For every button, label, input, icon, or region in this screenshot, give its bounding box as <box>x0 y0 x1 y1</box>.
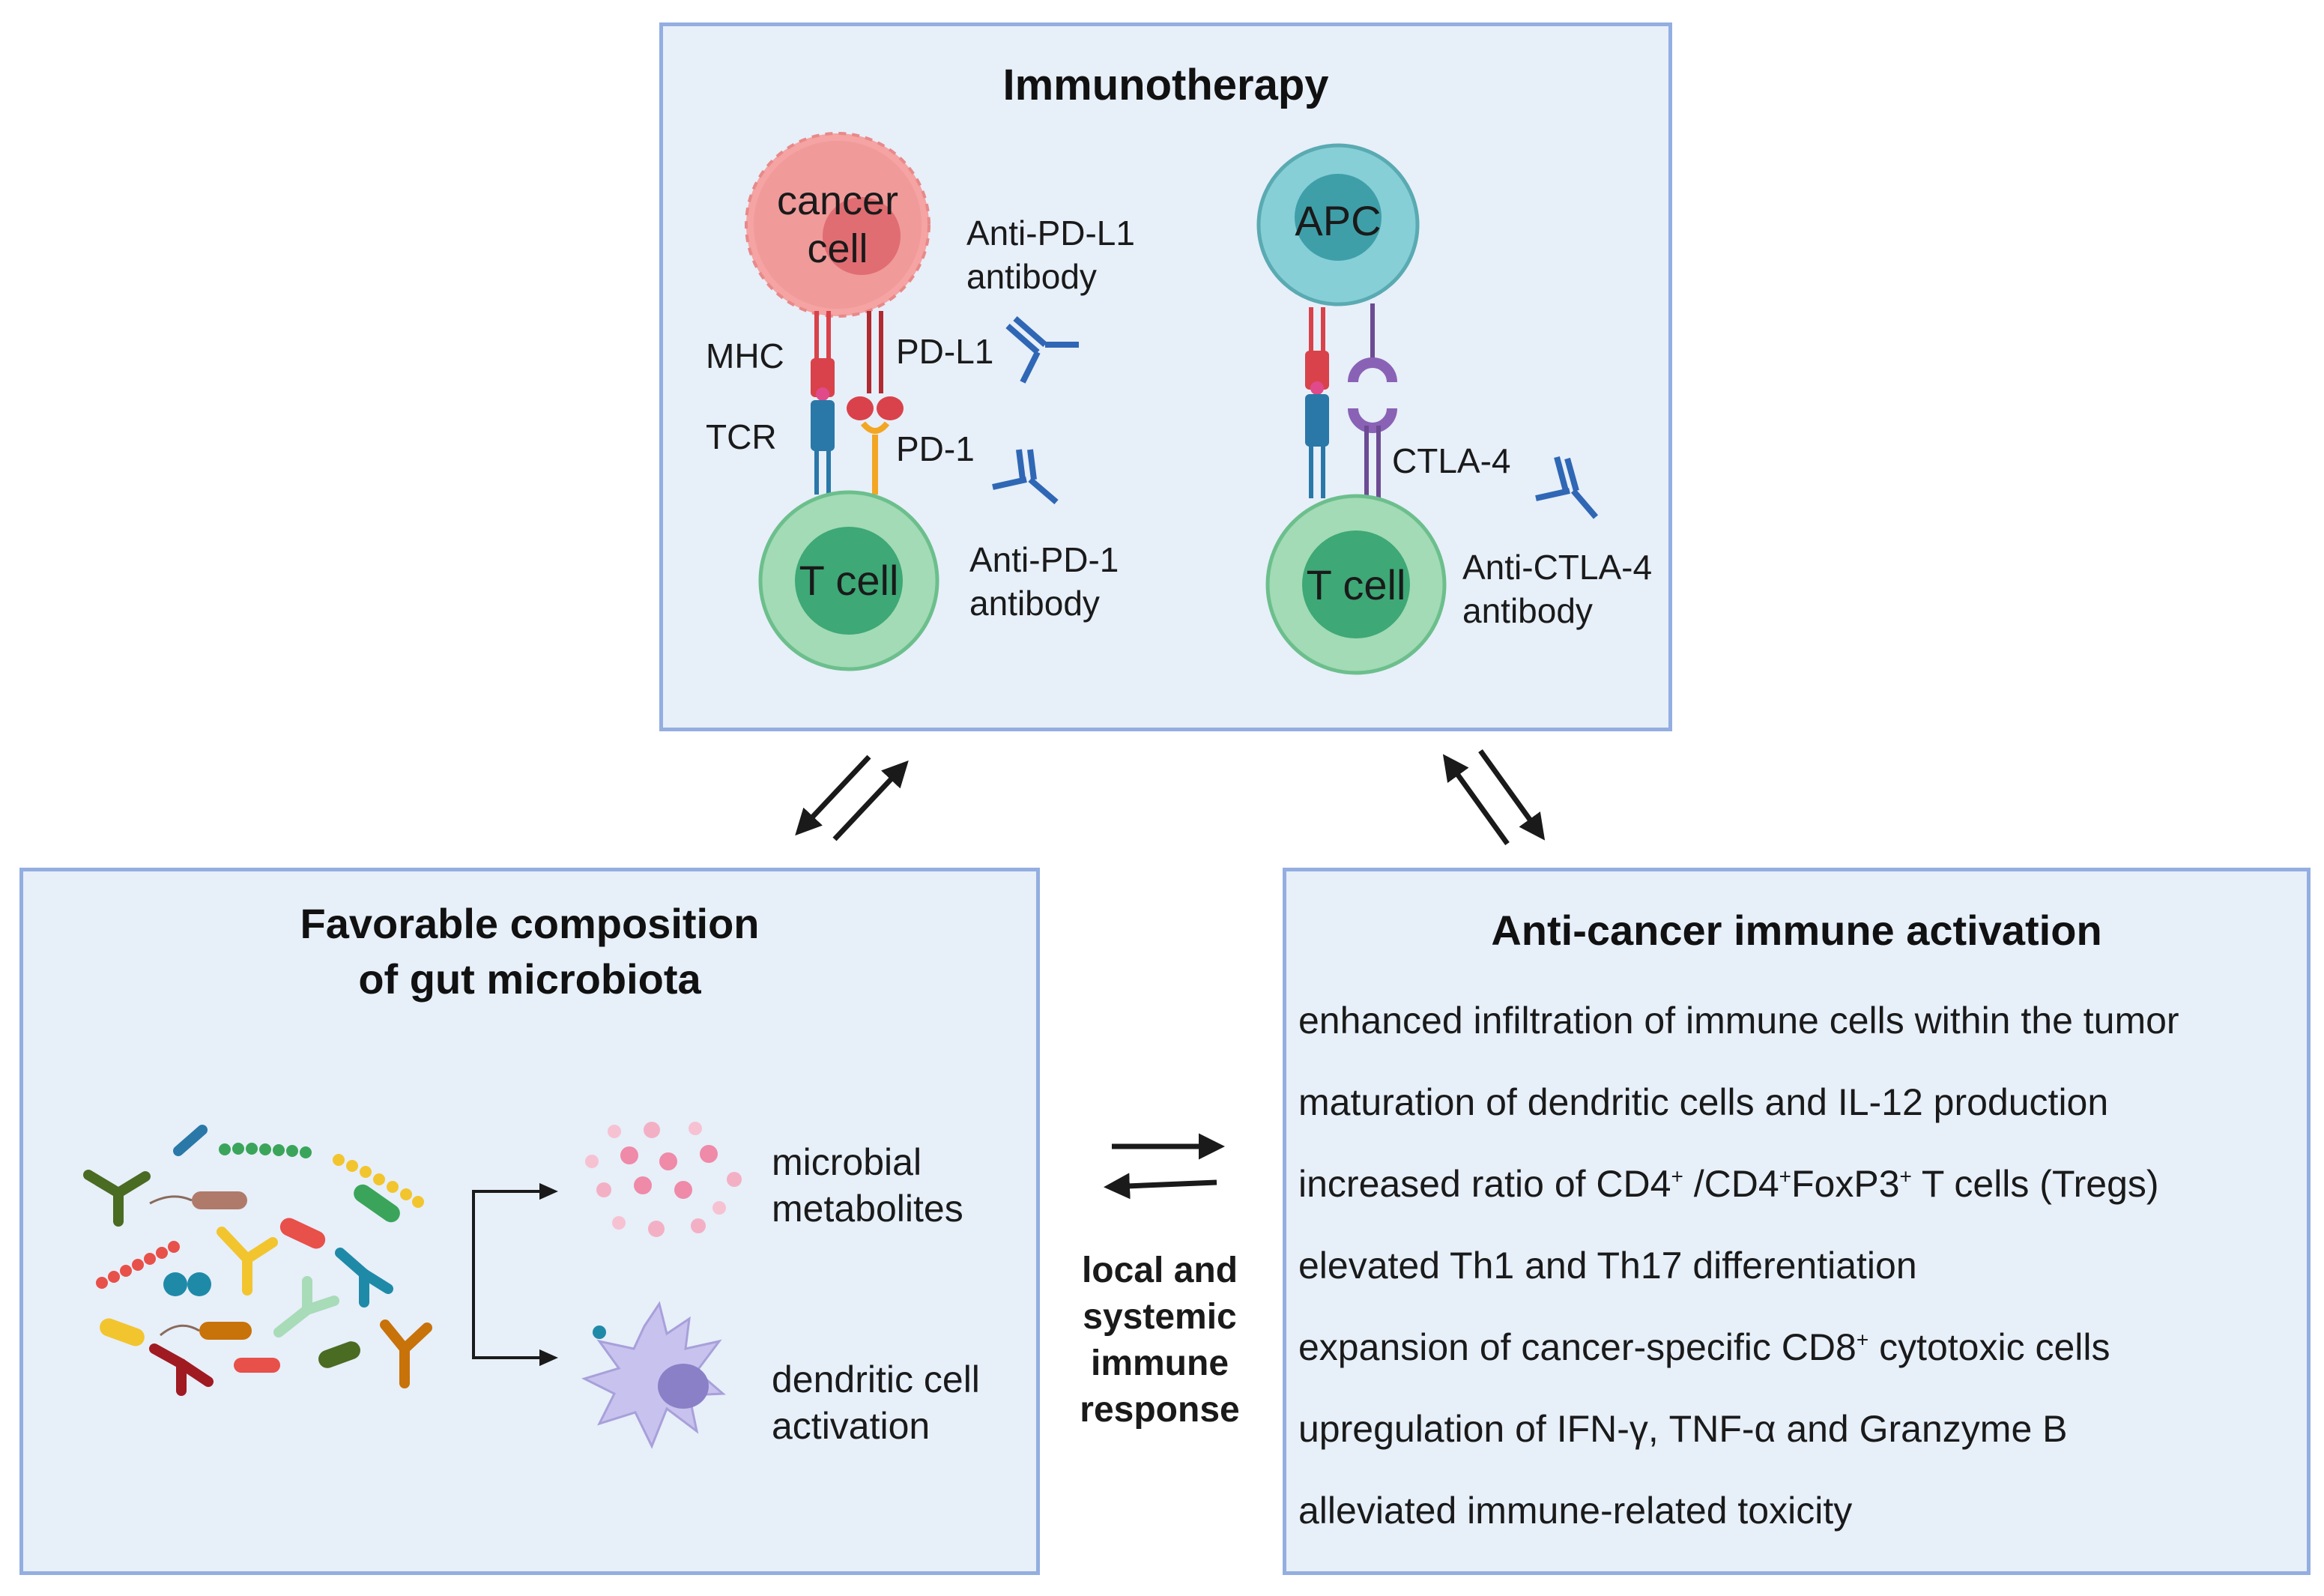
activation-item: increased ratio of CD4+ /CD4+FoxP3+ T ce… <box>1298 1162 2159 1206</box>
anti-pdl1-antibody-icon <box>1005 315 1079 384</box>
tcr-label: TCR <box>706 417 777 456</box>
activation-item-text: T cells (Tregs) <box>1911 1163 2159 1205</box>
microbial-metabolites-icon <box>585 1122 742 1237</box>
microbiota-title-line1: Favorable composition <box>300 900 760 947</box>
anti-ctla4-label-line1: Anti-CTLA-4 <box>1462 548 1653 587</box>
microbial-metabolites-label-line2: metabolites <box>772 1188 963 1230</box>
apc-label: APC <box>1295 197 1382 244</box>
microbiota-title-line2: of gut microbiota <box>358 955 701 1003</box>
anti-pd1-label-line1: Anti-PD-1 <box>969 540 1119 579</box>
superscript: + <box>1671 1164 1683 1188</box>
dendritic-cell-activation-label-line1: dendritic cell <box>772 1358 980 1400</box>
dendritic-cell-icon <box>581 1301 726 1449</box>
pd1-label: PD-1 <box>896 429 975 468</box>
anti-ctla4-label: Anti-CTLA-4 antibody <box>1462 545 1652 632</box>
center-label-line1: local and <box>1081 1251 1238 1290</box>
immunotherapy-title: Immunotherapy <box>1002 61 1329 109</box>
ctla4-complex-icon <box>1348 303 1397 498</box>
microbial-metabolites-label: microbial metabolites <box>772 1139 963 1232</box>
activation-item-text: increased ratio of CD4 <box>1298 1163 1671 1205</box>
activation-item-text: FoxP3 <box>1791 1163 1900 1205</box>
pdl1-label: PD-L1 <box>896 332 994 371</box>
anti-pdl1-label-line1: Anti-PD-L1 <box>966 214 1135 253</box>
activation-item: expansion of cancer-specific CD8+ cytoto… <box>1298 1326 2110 1369</box>
anti-ctla4-antibody-icon <box>1535 456 1599 519</box>
ctla4-label: CTLA-4 <box>1392 441 1511 480</box>
center-label-line3: immune <box>1090 1343 1229 1383</box>
dendritic-cell-activation-label: dendritic cell activation <box>772 1356 980 1449</box>
branch-arrows-icon <box>472 1182 558 1367</box>
activation-item: alleviated immune-related toxicity <box>1298 1490 1853 1532</box>
activation-item: maturation of dendritic cells and IL-12 … <box>1298 1081 2109 1123</box>
left-exchange-arrows-icon <box>795 755 909 841</box>
activation-panel: Anti-cancer immune activation enhanced i… <box>1283 868 2311 1575</box>
anti-pdl1-label: Anti-PD-L1 antibody <box>966 211 1135 298</box>
right-exchange-arrows-icon <box>1442 749 1546 846</box>
microbial-metabolites-label-line1: microbial <box>772 1141 922 1183</box>
horizontal-exchange-arrows-icon <box>1104 1133 1225 1200</box>
microbiota-title: Favorable composition of gut microbiota <box>19 896 1040 1007</box>
anti-pdl1-label-line2: antibody <box>966 257 1097 296</box>
mhc-tcr-complex-icon <box>811 311 835 495</box>
activation-item-text: /CD4 <box>1683 1163 1779 1205</box>
mhc-tcr-complex-right-icon <box>1305 307 1329 498</box>
activation-item-text: expansion of cancer-specific CD8 <box>1298 1326 1857 1368</box>
t-cell-left-icon <box>758 490 939 671</box>
superscript: + <box>1899 1164 1912 1188</box>
activation-item: elevated Th1 and Th17 differentiation <box>1298 1245 1917 1287</box>
anti-pd1-label-line2: antibody <box>969 584 1100 623</box>
t-cell-left-label: T cell <box>799 557 899 604</box>
t-cell-right-label: T cell <box>1306 561 1406 608</box>
dendritic-cell-activation-label-line2: activation <box>772 1405 930 1447</box>
mhc-label: MHC <box>706 336 784 375</box>
center-label-line4: response <box>1080 1390 1240 1430</box>
pdl1-pd1-complex-icon <box>847 311 904 495</box>
superscript: + <box>1779 1164 1791 1188</box>
activation-item: enhanced infiltration of immune cells wi… <box>1298 1000 2179 1042</box>
anti-pd1-antibody-icon <box>992 449 1059 505</box>
cancer-cell-icon <box>745 132 930 318</box>
t-cell-right-icon <box>1265 494 1447 675</box>
anti-ctla4-label-line2: antibody <box>1462 591 1593 630</box>
cancer-cell-label-line1: cancer <box>776 178 899 223</box>
activation-item-text: cytotoxic cells <box>1868 1326 2110 1368</box>
superscript: + <box>1856 1328 1869 1352</box>
activation-item: upregulation of IFN-γ, TNF-α and Granzym… <box>1298 1408 2068 1450</box>
apc-cell-icon <box>1256 143 1420 306</box>
center-label-line2: systemic <box>1083 1297 1237 1337</box>
cancer-cell-label-line2: cell <box>807 226 868 271</box>
activation-title: Anti-cancer immune activation <box>1491 907 2102 954</box>
anti-pd1-label: Anti-PD-1 antibody <box>969 538 1119 625</box>
bacteria-cluster-icon <box>83 1125 432 1396</box>
cancer-cell-label: cancer cell <box>770 177 905 273</box>
microbiota-panel <box>19 868 1040 1575</box>
local-systemic-response-label: local and systemic immune response <box>1064 1248 1256 1433</box>
